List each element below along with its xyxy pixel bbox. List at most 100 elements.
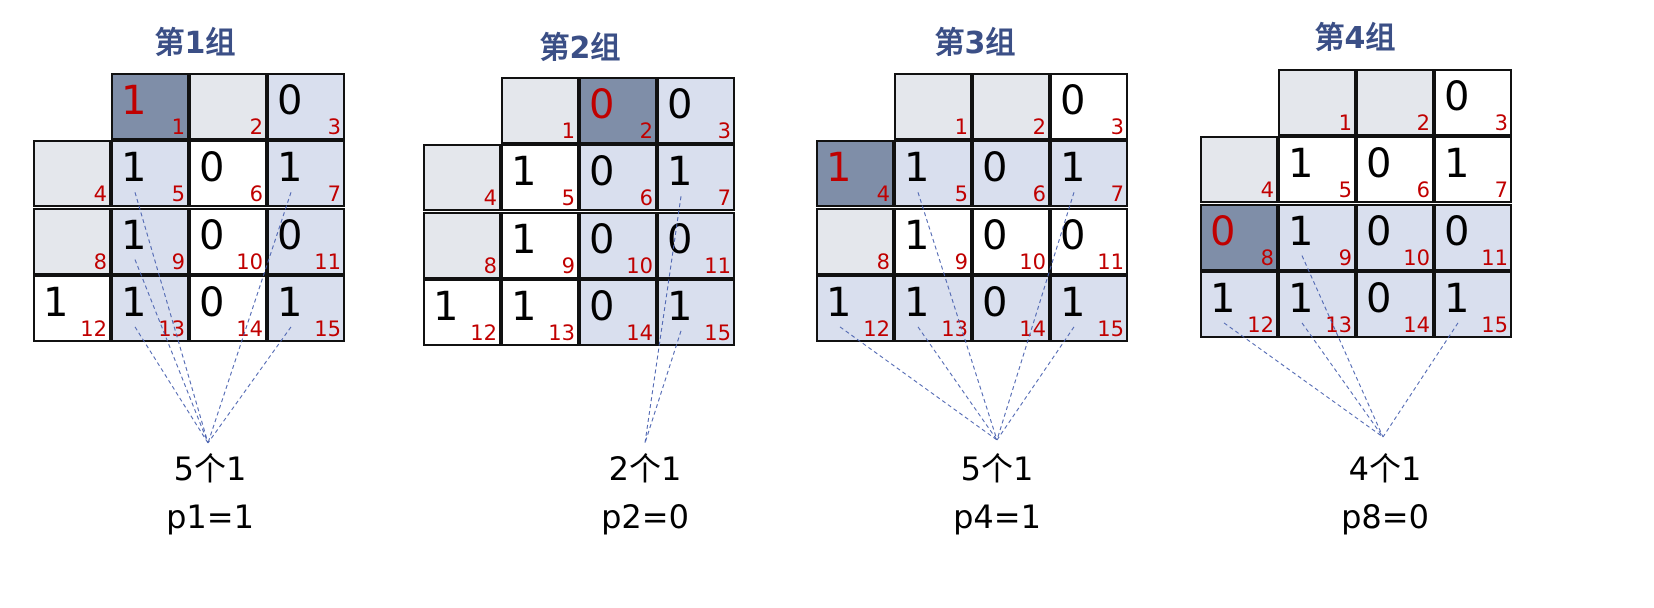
bit-cell-11: 0 11 [1434,203,1512,271]
bit-index: 3 [327,115,341,139]
bit-value: 1 [1288,141,1314,188]
bit-index: 4 [876,182,890,207]
bit-cell-1: 1 [894,73,972,140]
bit-index: 10 [236,249,263,274]
connector-line [1301,255,1384,438]
bit-index: 6 [1416,178,1430,203]
bit-index: 13 [941,316,968,341]
bit-cell-14: 0 14 [189,274,267,342]
bit-index: 5 [561,186,575,211]
bit-index: 8 [876,249,890,274]
bit-cell-8: 8 [423,211,501,279]
bit-value: 1 [277,145,303,192]
bit-cell-13: 1 13 [894,274,972,342]
ones-count: 5个1 [960,450,1034,488]
bit-cell-13: 1 13 [1278,270,1356,338]
bit-value: 0 [589,149,615,196]
bit-value: 1 [121,212,147,259]
connector-line [134,326,209,444]
bit-cell-2: 2 [189,73,267,140]
bit-index: 3 [717,119,731,143]
bit-index: 15 [1097,316,1124,341]
bit-index: 1 [561,119,575,143]
bit-index: 12 [80,316,107,341]
bit-index: 4 [93,182,107,207]
bit-index: 13 [548,320,575,345]
bit-index: 7 [1110,182,1124,207]
bit-value: 1 [1210,275,1236,322]
group-title: 第4组 [1314,21,1396,56]
bit-value: 1 [1288,275,1314,322]
bit-index: 8 [93,249,107,274]
bit-value: 1 [433,283,459,330]
bit-index: 10 [1019,249,1046,274]
bit-value: 0 [1444,208,1470,255]
bit-index: 14 [236,316,263,341]
bit-index: 8 [1260,245,1274,270]
bit-cell-10: 0 10 [189,207,267,275]
bit-index: 6 [639,186,653,211]
bit-cell-1: 1 [1278,69,1356,136]
bit-index: 15 [314,316,341,341]
bit-value: 0 [199,279,225,326]
bit-index: 8 [483,253,497,278]
connector-line [644,330,682,444]
bit-value: 1 [43,279,69,326]
bit-value: 1 [1444,141,1470,188]
bit-cell-8: 8 [816,207,894,275]
bit-value: 0 [982,145,1008,192]
bit-value: 1 [904,279,930,326]
bit-index: 1 [954,115,968,139]
bit-cell-1: 1 [501,77,579,144]
connector-line [996,192,1075,441]
parity-value: 1 [121,78,147,124]
bit-index: 9 [171,249,185,274]
bit-index: 5 [171,182,185,207]
connector-line [207,326,292,444]
bit-index: 1 [1338,111,1352,135]
bit-value: 0 [589,283,615,330]
bit-value: 0 [1444,74,1470,120]
bit-value: 0 [1366,275,1392,322]
connector-line [1382,322,1459,438]
bit-value: 0 [1060,212,1086,259]
connector-line [134,192,209,444]
group-title: 第2组 [539,31,621,66]
bit-value: 1 [826,279,852,326]
bit-value: 0 [1366,141,1392,188]
parity-value: 1 [826,145,852,192]
bit-value: 0 [199,212,225,259]
bit-index: 10 [1403,245,1430,270]
bit-index: 11 [1481,245,1508,270]
parity-result: p4=1 [953,498,1041,536]
bit-index: 15 [704,320,731,345]
bit-index: 4 [1260,178,1274,203]
bit-index: 13 [1325,312,1352,337]
bit-index: 1 [171,115,185,139]
bit-cell-2: 2 [1356,69,1434,136]
